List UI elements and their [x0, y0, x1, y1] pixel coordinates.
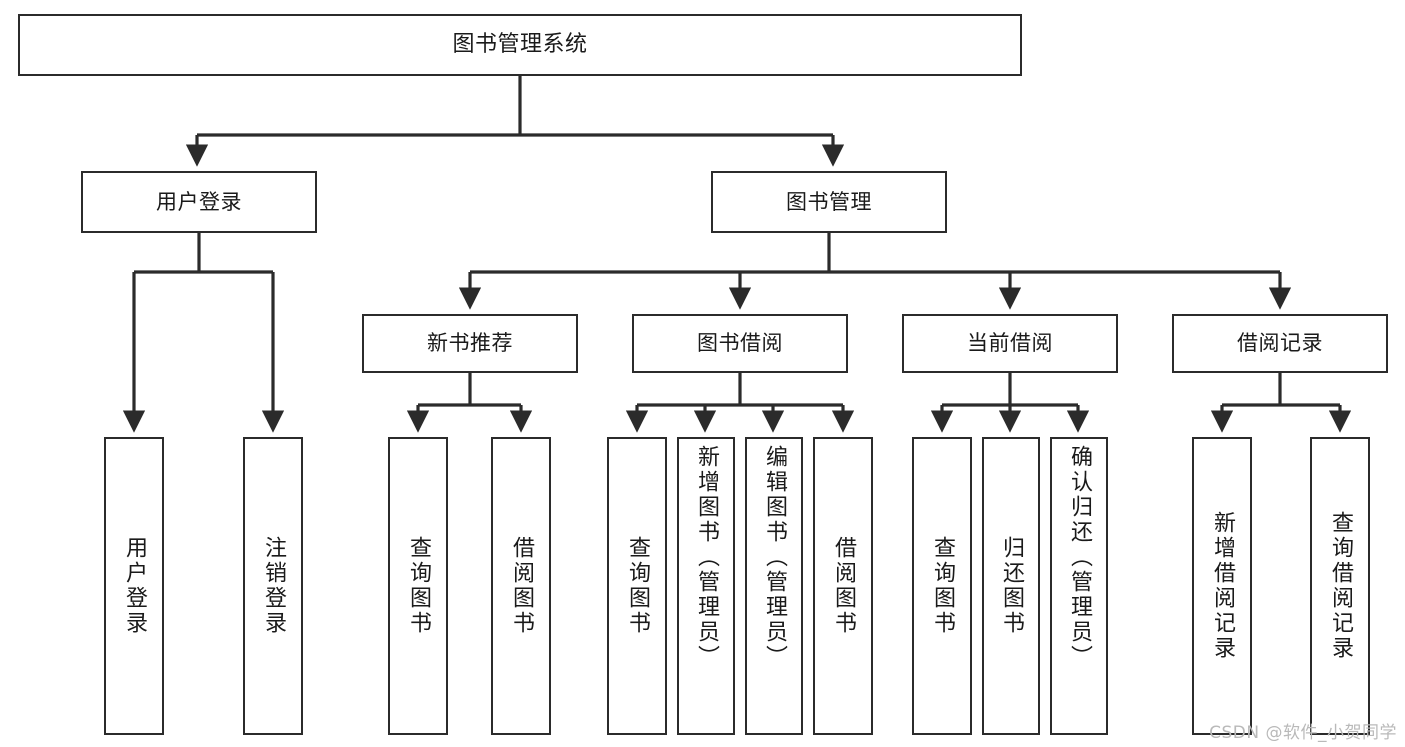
node-book-borrow[interactable]: 图书借阅: [632, 314, 848, 373]
node-label: 注销登录: [261, 536, 286, 636]
node-leaf-add-borrow-record[interactable]: 新增借阅记录: [1192, 437, 1252, 735]
node-label: 归还图书: [999, 536, 1024, 636]
node-leaf-query-borrow-record[interactable]: 查询借阅记录: [1310, 437, 1370, 735]
node-leaf-query-book-current[interactable]: 查询图书: [912, 437, 972, 735]
node-book-management-system[interactable]: 图书管理系统: [18, 14, 1022, 76]
node-label: 图书管理: [786, 189, 872, 214]
node-label: 用户登录: [122, 536, 147, 636]
node-label: 新增图书（管理员）: [694, 445, 719, 670]
node-leaf-add-book-admin[interactable]: 新增图书（管理员）: [677, 437, 735, 735]
node-label: 当前借阅: [967, 331, 1053, 356]
node-label: 查询图书: [406, 536, 431, 636]
node-new-book-recommend[interactable]: 新书推荐: [362, 314, 578, 373]
node-leaf-borrow-book-recommend[interactable]: 借阅图书: [491, 437, 551, 735]
node-label: 借阅记录: [1237, 331, 1323, 356]
node-leaf-confirm-return-admin[interactable]: 确认归还（管理员）: [1050, 437, 1108, 735]
node-label: 查询图书: [930, 536, 955, 636]
node-label: 图书管理系统: [452, 32, 588, 58]
node-label: 查询图书: [625, 536, 650, 636]
node-user-login[interactable]: 用户登录: [81, 171, 317, 233]
csdn-watermark: CSDN @软件_小贺同学: [1209, 723, 1397, 743]
node-leaf-user-logout[interactable]: 注销登录: [243, 437, 303, 735]
node-leaf-user-login[interactable]: 用户登录: [104, 437, 164, 735]
node-label: 查询借阅记录: [1328, 511, 1353, 661]
node-label: 用户登录: [156, 189, 242, 214]
node-book-manage[interactable]: 图书管理: [711, 171, 947, 233]
node-label: 借阅图书: [831, 536, 856, 636]
node-borrow-record[interactable]: 借阅记录: [1172, 314, 1388, 373]
node-leaf-edit-book-admin[interactable]: 编辑图书（管理员）: [745, 437, 803, 735]
node-label: 图书借阅: [697, 331, 783, 356]
node-label: 编辑图书（管理员）: [762, 445, 787, 670]
node-label: 确认归还（管理员）: [1067, 445, 1092, 670]
node-label: 借阅图书: [509, 536, 534, 636]
node-leaf-query-book-recommend[interactable]: 查询图书: [388, 437, 448, 735]
node-label: 新增借阅记录: [1210, 511, 1235, 661]
node-leaf-return-book[interactable]: 归还图书: [982, 437, 1040, 735]
node-leaf-borrow-book[interactable]: 借阅图书: [813, 437, 873, 735]
node-label: 新书推荐: [427, 331, 513, 356]
node-leaf-query-book-borrow[interactable]: 查询图书: [607, 437, 667, 735]
node-current-borrow[interactable]: 当前借阅: [902, 314, 1118, 373]
